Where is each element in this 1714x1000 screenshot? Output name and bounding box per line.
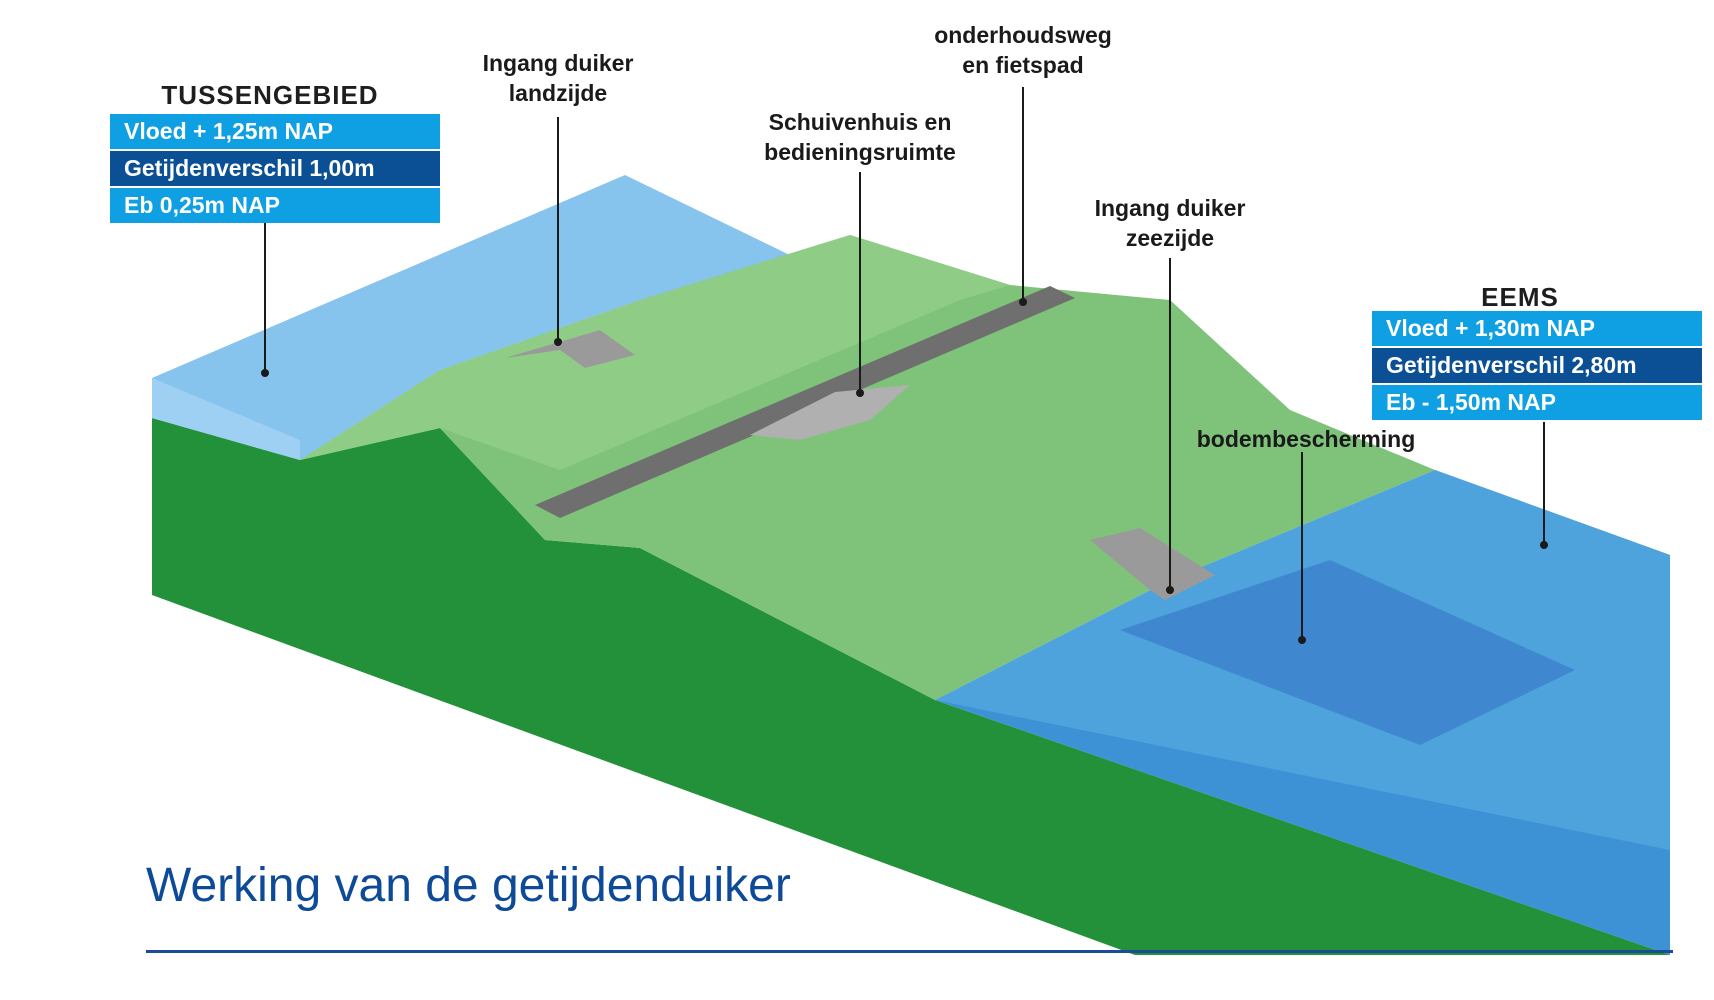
dot-ingang-land: [554, 338, 562, 346]
label-ingang-zee-line2: zeezijde: [1125, 225, 1215, 251]
eems-title: EEMS: [1481, 282, 1559, 312]
label-ingang-land-line1: Ingang duiker: [482, 50, 634, 76]
dot-bodembescherming: [1298, 636, 1306, 644]
water-land-side: [152, 175, 800, 460]
dike-crest: [300, 235, 1010, 470]
label-onderhoudsweg-line1: onderhoudsweg: [934, 22, 1112, 48]
leader-lines: [264, 87, 1545, 640]
dot-tussengebied: [261, 369, 269, 377]
label-ingang-zee-line1: Ingang duiker: [1094, 195, 1246, 221]
water-land-side-front: [152, 378, 300, 460]
tussengebied-eb: Eb 0,25m NAP: [110, 188, 440, 223]
culvert-land-structure: [505, 330, 635, 368]
eems-eb: Eb - 1,50m NAP: [1372, 385, 1702, 420]
title-underline: [146, 950, 1673, 953]
label-ingang-land: Ingang duiker landzijde: [483, 48, 634, 108]
culvert-sea-structure: [1090, 528, 1215, 600]
label-ingang-zee: Ingang duiker zeezijde: [1095, 193, 1246, 253]
dot-schuivenhuis: [856, 389, 864, 397]
maintenance-road: [535, 286, 1075, 518]
label-schuivenhuis: Schuivenhuis en bedieningsruimte: [764, 107, 956, 167]
page-title: Werking van de getijdenduiker: [146, 859, 791, 912]
eems-getijdenverschil: Getijdenverschil 2,80m: [1372, 348, 1702, 383]
tussengebied-getijdenverschil: Getijdenverschil 1,00m: [110, 151, 440, 186]
tussengebied-title: TUSSENGEBIED: [161, 80, 379, 110]
leader-dots: [261, 298, 1548, 644]
label-bodembescherming: bodembescherming: [1196, 426, 1416, 452]
dot-eems: [1540, 541, 1548, 549]
label-schuivenhuis-line2: bedieningsruimte: [764, 139, 956, 165]
bottom-protection: [1120, 560, 1575, 745]
label-onderhoudsweg-line2: en fietspad: [962, 52, 1084, 78]
label-onderhoudsweg: onderhoudsweg en fietspad: [934, 20, 1112, 80]
eems-vloed: Vloed + 1,30m NAP: [1372, 311, 1702, 346]
earth-block-front: [152, 418, 1670, 955]
label-ingang-land-line2: landzijde: [508, 80, 608, 106]
sluice-house-structure: [750, 385, 910, 440]
tussengebied-info-box: Vloed + 1,25m NAP Getijdenverschil 1,00m…: [110, 114, 440, 223]
tussengebied-vloed: Vloed + 1,25m NAP: [110, 114, 440, 149]
dot-onderhoudsweg: [1019, 298, 1027, 306]
label-schuivenhuis-line1: Schuivenhuis en: [768, 109, 952, 135]
eems-info-box: Vloed + 1,30m NAP Getijdenverschil 2,80m…: [1372, 311, 1702, 420]
dot-ingang-zee: [1166, 586, 1174, 594]
